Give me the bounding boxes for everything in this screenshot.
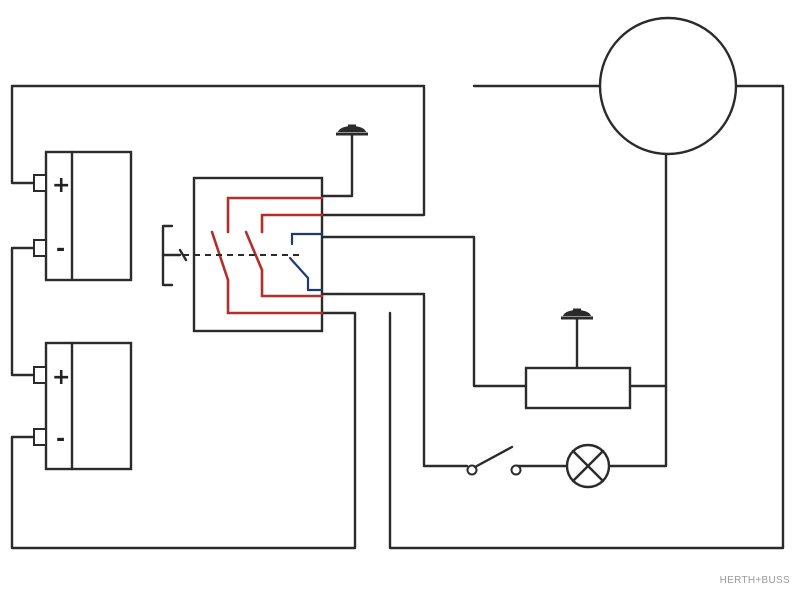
battery-lower-negative-terminal (33, 428, 47, 446)
lamp (565, 443, 611, 489)
relay-blade-3 (288, 256, 310, 280)
battery-lower-positive-terminal (33, 366, 47, 384)
battery-lower: + - (33, 341, 133, 471)
wire-battery-series-link (10, 246, 36, 377)
battery-lower-body (44, 341, 133, 471)
relay-contact-blue (290, 232, 324, 246)
toggle-switch (466, 445, 522, 476)
battery-upper-body (44, 150, 133, 282)
wire-relay-to-motor-loop (320, 235, 528, 388)
battery-upper-positive-sign: + (52, 173, 70, 198)
battery-upper-negative-sign: - (56, 237, 65, 262)
wire-motor-bottom-drop (608, 151, 668, 468)
watermark-text: HERTH+BUSS (719, 575, 790, 586)
wire-relay-ground (320, 132, 354, 198)
relay-contact-red-4 (260, 268, 324, 298)
relay-switch-block (161, 176, 324, 333)
wire-battery-positive-loop (10, 84, 426, 217)
wiring (10, 84, 785, 550)
relay-contact-red-3 (226, 278, 324, 315)
battery-lower-negative-sign: - (56, 427, 65, 452)
ground-symbol-resistor (561, 308, 593, 320)
relay-blade-2 (244, 230, 264, 272)
relay-contact-red-1 (226, 196, 324, 234)
wire-battery-negative-rail (10, 311, 357, 550)
ground-symbol-relay (336, 124, 368, 136)
motor-circle (598, 16, 738, 156)
relay-housing (192, 176, 324, 333)
battery-upper-positive-terminal (33, 174, 47, 192)
resistor (524, 366, 632, 410)
battery-lower-positive-sign: + (52, 365, 70, 390)
battery-upper-negative-terminal (33, 239, 47, 257)
battery-upper: + - (33, 150, 133, 282)
relay-contact-red-2 (260, 213, 324, 234)
wire-motor-right-return (388, 84, 785, 550)
wire-relay-to-switch (320, 292, 469, 468)
switch-lever (473, 445, 514, 469)
